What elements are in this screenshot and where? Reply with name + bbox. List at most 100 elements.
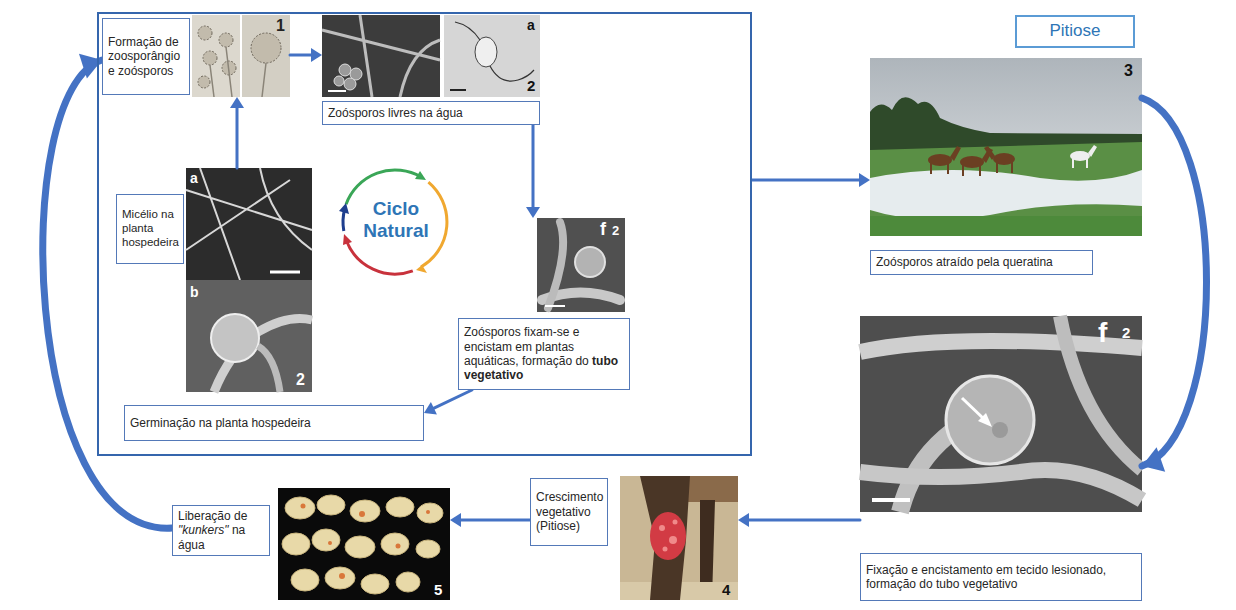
caption-box: Germinação na planta hospedeira — [124, 405, 424, 441]
text-stack: Pitiose — [1022, 21, 1128, 41]
callout-number: 2 — [612, 224, 619, 237]
zoospore-micrograph — [322, 15, 540, 97]
caption-box: Zoósporos livres na água — [322, 101, 540, 125]
cycle-frame: Ciclo Natural Formação de zoosporângio e … — [97, 12, 752, 456]
bold-run: tubo vegetativo — [464, 354, 618, 382]
flow-arrow — [290, 48, 322, 62]
text-stack: Zoósporos atraído pela queratina — [876, 255, 1087, 269]
arrow-line — [1142, 98, 1207, 466]
caption-text: Liberação de "kunkers" na água — [178, 509, 264, 552]
photo-area — [620, 476, 738, 600]
text-stack: Liberação de "kunkers" na água — [178, 509, 264, 552]
flow-arrow — [450, 513, 530, 527]
callout-number: a — [527, 18, 535, 32]
caption-text: Germinação na planta hospedeira — [130, 416, 418, 430]
caption-text: Crescimento vegetativo (Pitiose) — [536, 490, 602, 533]
caption-box: Micélio na planta hospedeira — [116, 194, 184, 264]
text-stack: Zoósporos livres na água — [328, 106, 534, 120]
photo-area — [322, 15, 540, 97]
callout-holder: 1 — [276, 18, 285, 34]
arrow-line — [532, 125, 535, 209]
caption-box: Zoósporos atraído pela queratina — [870, 250, 1093, 275]
step-group: Zoósporos fixam-se e encistam em plantas… — [458, 218, 630, 390]
callout-holder: a — [527, 18, 535, 32]
caption-text: Micélio na planta hospedeira — [122, 208, 178, 249]
caption-box: Fixação e encistamento em tecido lesiona… — [860, 553, 1142, 601]
callout-holder: f — [600, 220, 606, 238]
caption-box: Formação de zoosporângio e zoósporos — [102, 18, 190, 95]
callout-holder: b — [190, 285, 199, 299]
title-text: Pitiose — [1022, 21, 1128, 41]
arrow-line — [459, 519, 530, 522]
callout-number: 4 — [722, 582, 730, 597]
step-group: Germinação na planta hospedeira — [124, 405, 424, 441]
callout-holder: 2 — [296, 372, 305, 388]
callout-number: a — [190, 171, 198, 185]
caption-text: Formação de zoosporângio e zoósporos — [108, 35, 184, 78]
horse-leg-photo — [620, 476, 738, 600]
callout-holder: 3 — [1124, 63, 1133, 79]
step-group: Pitiose — [1015, 15, 1135, 48]
arrow-line — [752, 179, 861, 182]
arrow-head — [230, 97, 244, 108]
step-group: Zoósporos livres na água — [322, 15, 540, 125]
photo-area — [537, 218, 625, 312]
caption-box: Crescimento vegetativo (Pitiose) — [530, 478, 608, 546]
step-group: Formação de zoosporângio e zoósporos — [102, 15, 290, 97]
cycle-title-holder: Ciclo Natural — [353, 198, 439, 242]
cycle-title: Ciclo Natural — [353, 198, 439, 242]
flow-arrow — [1142, 98, 1207, 472]
arrow-head — [1142, 447, 1165, 472]
callout-number: 2 — [296, 372, 305, 388]
caption-text: Zoósporos atraído pela queratina — [876, 255, 1087, 269]
callout-holder: f — [1098, 319, 1107, 347]
caption-box: Zoósporos fixam-se e encistam em plantas… — [458, 318, 630, 390]
flow-arrow — [230, 97, 244, 168]
kunkers-photo — [278, 488, 450, 600]
arrow-head — [450, 513, 461, 527]
photo-area — [192, 15, 290, 97]
callout-holder: a — [190, 171, 198, 185]
arrow-line — [236, 106, 239, 168]
callout-number: 3 — [1124, 63, 1133, 79]
step-group: Zoósporos atraído pela queratina — [870, 58, 1142, 275]
cycle-arrows — [339, 170, 447, 274]
step-group: Micélio na planta hospedeira — [116, 168, 312, 392]
arrow-head — [526, 207, 540, 218]
photo-area — [278, 488, 450, 600]
arrow-head — [79, 54, 102, 79]
callout-number: f — [1098, 319, 1107, 347]
flow-arrow — [752, 173, 870, 187]
callout-number: 2 — [1122, 325, 1130, 340]
step-group: Fixação e encistamento em tecido lesiona… — [860, 316, 1142, 601]
callout-holder: 2 — [612, 224, 619, 237]
photo-area — [186, 168, 312, 392]
flooded-pasture-photo — [870, 58, 1142, 236]
arrow-line — [43, 60, 172, 528]
arrow-head — [424, 402, 437, 415]
flow-arrow — [738, 513, 860, 527]
italic-run: "kunkers" — [178, 523, 229, 537]
callout-holder: 2 — [527, 78, 535, 93]
sporangia-micrograph — [192, 15, 290, 97]
photo-area — [870, 58, 1142, 236]
step-group: Liberação de "kunkers" na água — [172, 488, 450, 600]
callout-number: 5 — [434, 582, 442, 597]
text-stack: Formação de zoosporângio e zoósporos — [108, 35, 184, 78]
flow-arrow — [526, 125, 540, 218]
caption-text: Zoósporos fixam-se e encistam em plantas… — [464, 325, 624, 383]
arrow-head — [859, 173, 870, 187]
arrow-line — [290, 54, 313, 57]
text-stack: Micélio na planta hospedeira — [122, 208, 178, 249]
title-box: Pitiose — [1015, 15, 1135, 48]
cyst-micrograph — [537, 218, 625, 312]
callout-number: b — [190, 285, 199, 299]
text-stack: Fixação e encistamento em tecido lesiona… — [866, 563, 1136, 592]
callout-holder: 5 — [434, 582, 442, 597]
arrow-line — [747, 519, 860, 522]
callout-holder: 4 — [722, 582, 730, 597]
flow-arrow — [424, 390, 472, 415]
arrow-head — [311, 48, 322, 62]
text-stack: Germinação na planta hospedeira — [130, 416, 418, 430]
